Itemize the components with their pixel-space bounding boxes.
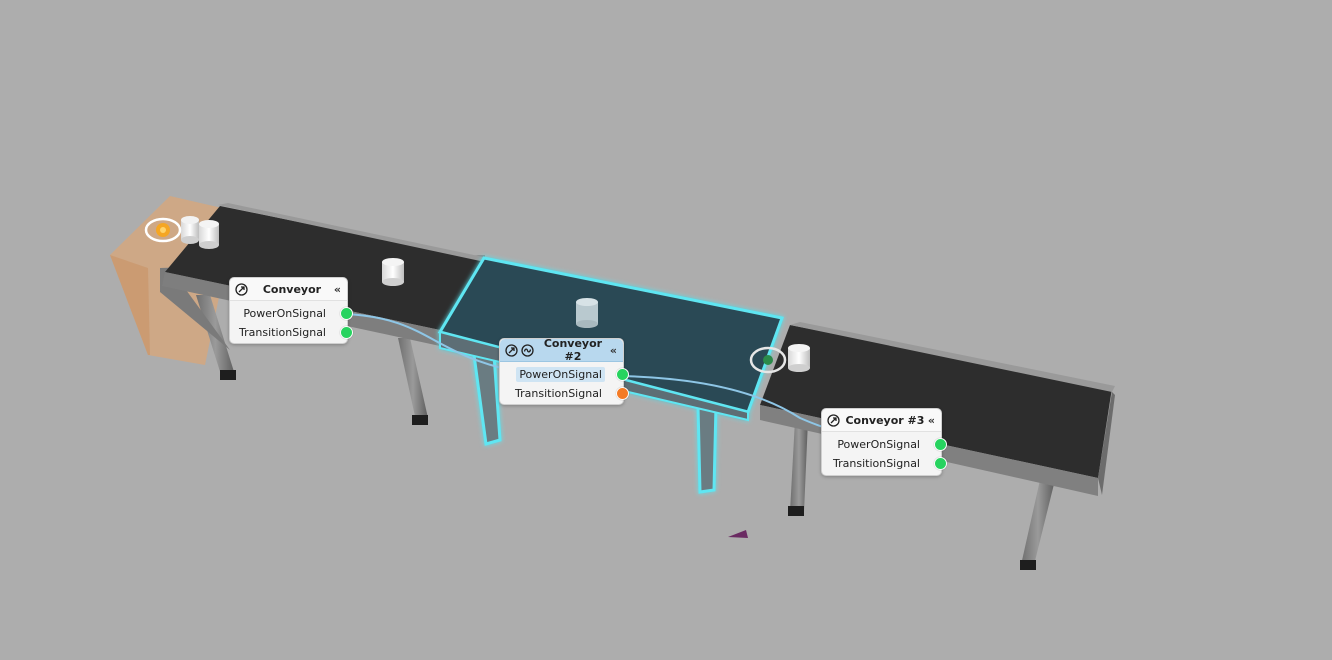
port-label: PowerOnSignal — [243, 307, 326, 320]
transition-sensor-marker[interactable] — [749, 346, 787, 374]
node-header[interactable]: Conveyor « — [230, 278, 347, 301]
port-label: TransitionSignal — [515, 387, 602, 400]
port-row-transitionsignal: TransitionSignal — [822, 454, 947, 473]
conveyor-node[interactable]: Conveyor « PowerOnSignal TransitionSigna… — [229, 277, 353, 344]
port-connector-green[interactable] — [340, 307, 353, 320]
port-connector-green[interactable] — [934, 438, 947, 451]
port-connector-green[interactable] — [340, 326, 353, 339]
loop-icon[interactable] — [520, 343, 534, 357]
node-title: Conveyor #2 — [543, 337, 603, 363]
conveyor-3-node[interactable]: Conveyor #3 « PowerOnSignal TransitionSi… — [821, 408, 947, 476]
port-row-poweronsignal: PowerOnSignal — [500, 365, 629, 384]
port-connector-green[interactable] — [934, 457, 947, 470]
collapse-icon[interactable]: « — [333, 282, 341, 296]
node-title: Conveyor — [262, 282, 322, 296]
sensor-icon[interactable] — [504, 343, 518, 357]
port-connector-green[interactable] — [616, 368, 629, 381]
sensor-icon[interactable] — [234, 282, 248, 296]
sensor-icon[interactable] — [826, 413, 840, 427]
collapse-icon[interactable]: « — [927, 413, 935, 427]
conveyor-2-node[interactable]: Conveyor #2 « PowerOnSignal TransitionSi… — [499, 337, 629, 405]
product-cylinder — [788, 344, 810, 372]
port-row-transitionsignal: TransitionSignal — [230, 323, 353, 342]
port-row-poweronsignal: PowerOnSignal — [230, 304, 353, 323]
collapse-icon[interactable]: « — [609, 343, 617, 357]
node-header[interactable]: Conveyor #2 « — [500, 337, 623, 363]
port-connector-orange[interactable] — [616, 387, 629, 400]
source-sensor-marker[interactable] — [144, 217, 182, 243]
port-label: TransitionSignal — [239, 326, 326, 339]
port-label: PowerOnSignal — [837, 438, 920, 451]
ground-marker[interactable] — [728, 530, 748, 538]
port-row-transitionsignal: TransitionSignal — [500, 384, 629, 403]
node-header[interactable]: Conveyor #3 « — [822, 409, 941, 432]
port-label: PowerOnSignal — [516, 367, 605, 382]
product-cylinder — [382, 258, 404, 286]
product-cylinder — [199, 220, 219, 249]
product-cylinder — [181, 216, 199, 244]
node-title: Conveyor #3 — [845, 413, 925, 427]
port-label: TransitionSignal — [833, 457, 920, 470]
port-row-poweronsignal: PowerOnSignal — [822, 435, 947, 454]
product-cylinder — [576, 298, 598, 328]
